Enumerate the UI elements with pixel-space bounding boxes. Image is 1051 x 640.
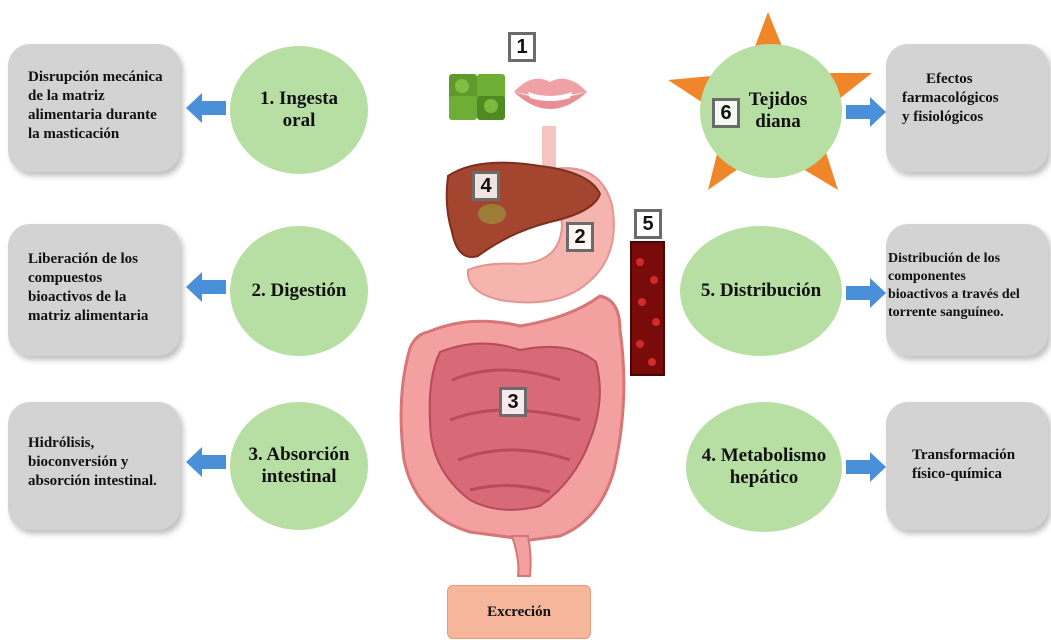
circle-line: intestinal <box>248 466 349 488</box>
circle-line: oral <box>260 110 338 132</box>
box-line: físico-química <box>912 465 1048 484</box>
right-box-effects: Efectos farmacológicos y fisiológicos <box>886 44 1048 172</box>
right-box-transformation: Transformación físico-química <box>886 402 1048 530</box>
marker-6: 6 <box>712 98 740 128</box>
marker-3: 3 <box>499 387 527 417</box>
blood-vessel-icon <box>631 242 664 375</box>
circle-line: 5. Distribución <box>701 280 821 302</box>
box-line: bioactivos a través del <box>888 286 1048 304</box>
circle-line: 3. Absorción <box>248 444 349 466</box>
marker-1: 1 <box>508 32 536 62</box>
arrow-left-icon <box>186 447 226 477</box>
right-box-distribution: Distribución de los componentes bioactiv… <box>886 224 1048 356</box>
box-line: de la matriz <box>28 87 180 106</box>
left-box-mastication: Disrupción mecánica de la matriz aliment… <box>8 44 180 172</box>
box-line: Disrupción mecánica <box>28 68 180 87</box>
circle-line: 2. Digestión <box>252 280 347 302</box>
box-line: Distribución de los <box>888 250 1048 268</box>
arrow-right-icon <box>846 97 886 127</box>
rectum <box>512 536 531 576</box>
box-line: Transformación <box>912 446 1048 465</box>
arrow-left-icon <box>186 272 226 302</box>
box-line: Efectos <box>902 70 1048 89</box>
box-line: alimentaria durante <box>28 106 180 125</box>
box-line: bioactivos de la <box>28 288 180 307</box>
step-circle-oral-intake: 1. Ingesta oral <box>230 46 368 174</box>
step-circle-absorption: 3. Absorción intestinal <box>230 402 368 530</box>
circle-line: 1. Ingesta <box>260 88 338 110</box>
box-line: Hidrólisis, <box>28 434 180 453</box>
step-circle-hepatic-metabolism: 4. Metabolismo hepático <box>686 402 842 532</box>
mouth-lips-icon <box>514 79 587 109</box>
circle-line: hepático <box>702 467 827 489</box>
circle-line: 4. Metabolismo <box>702 445 827 467</box>
food-cubes-icon <box>449 74 505 120</box>
left-box-hydrolysis: Hidrólisis, bioconversión y absorción in… <box>8 402 180 530</box>
excretion-box: Excreción <box>447 585 591 639</box>
box-line: absorción intestinal. <box>28 472 180 491</box>
box-line: farmacológicos <box>902 89 1048 108</box>
box-line: componentes <box>888 268 1048 286</box>
box-line: Liberación de los <box>28 250 180 269</box>
box-line: la masticación <box>28 125 180 144</box>
arrow-left-icon <box>186 93 226 123</box>
arrow-right-icon <box>846 278 886 308</box>
box-line: y fisiológicos <box>902 108 1048 127</box>
circle-line: diana <box>749 111 807 133</box>
step-circle-digestion: 2. Digestión <box>230 226 368 356</box>
arrow-right-icon <box>846 452 886 482</box>
box-line: matriz alimentaria <box>28 307 180 326</box>
marker-2: 2 <box>566 222 594 252</box>
box-line: compuestos <box>28 269 180 288</box>
box-line: bioconversión y <box>28 453 180 472</box>
step-circle-distribution: 5. Distribución <box>680 226 842 356</box>
marker-5: 5 <box>634 209 662 239</box>
marker-4: 4 <box>472 171 500 201</box>
left-box-release: Liberación de los compuestos bioactivos … <box>8 224 180 356</box>
circle-line: Tejidos <box>749 89 807 111</box>
box-line: torrente sanguíneo. <box>888 304 1048 322</box>
excretion-label: Excreción <box>487 604 551 621</box>
